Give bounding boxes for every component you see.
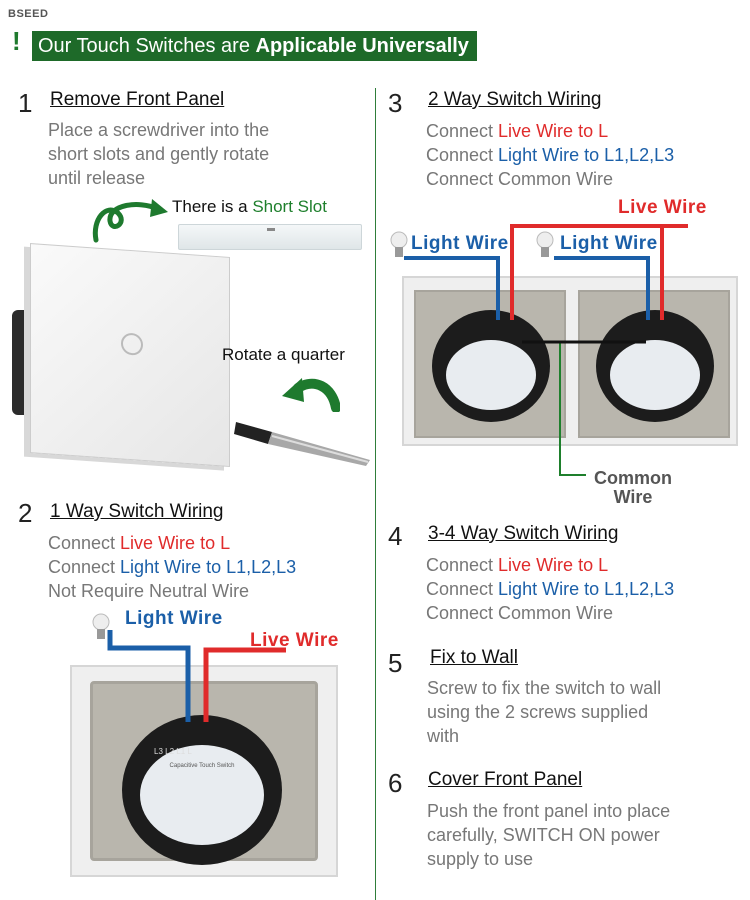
banner-text-bold: Applicable Universally xyxy=(255,35,469,57)
common-wire-label-line2: Wire xyxy=(613,487,653,507)
step6-description: Push the front panel into place carefull… xyxy=(427,799,670,871)
double-wall-plate xyxy=(402,276,738,446)
rotate-arrow-icon xyxy=(282,378,340,412)
step6-number: 6 xyxy=(388,768,403,798)
short-slot-label-highlight: Short Slot xyxy=(252,197,327,216)
step5-title: Fix to Wall xyxy=(430,647,518,668)
connect-word: Connect xyxy=(426,121,499,141)
light-wire-label: Light Wire xyxy=(125,608,223,629)
curl-arrow-icon xyxy=(92,199,168,243)
banner-text-plain: Our Touch Switches are xyxy=(38,35,256,57)
banner-exclamation: ! xyxy=(12,26,21,56)
short-slot-label-prefix: There is a xyxy=(172,197,253,216)
step3-description: Connect Live Wire to L Connect Light Wir… xyxy=(426,119,674,191)
light-wire-text: Light Wire to L1,L2,L3 xyxy=(498,145,675,165)
device-label xyxy=(446,340,536,410)
device-label: Capacitive Touch Switch xyxy=(140,745,264,845)
step6-line: Push the front panel into place xyxy=(427,801,671,821)
step3-line-3: Connect Common Wire xyxy=(426,169,614,189)
live-wire-text: Live Wire to L xyxy=(498,121,609,141)
step4-line-2: Connect Light Wire to L1,L2,L3 xyxy=(426,577,674,601)
live-wire-label: Live Wire xyxy=(250,630,339,651)
step4-line-3: Connect Common Wire xyxy=(426,603,614,623)
live-wire-label: Live Wire xyxy=(618,197,707,218)
column-divider xyxy=(375,88,376,900)
step2-line-3: Not Require Neutral Wire xyxy=(48,581,250,601)
step4-title: 3-4 Way Switch Wiring xyxy=(428,523,619,544)
step5-line: with xyxy=(427,726,460,746)
short-slot xyxy=(267,228,275,231)
connect-word: Connect xyxy=(48,557,121,577)
step2-line-2: Connect Light Wire to L1,L2,L3 xyxy=(48,555,296,579)
step5-line: Screw to fix the switch to wall xyxy=(427,678,662,698)
light-bulb-icon xyxy=(536,231,554,257)
step3-title: 2 Way Switch Wiring xyxy=(428,89,602,110)
step6-title: Cover Front Panel xyxy=(428,769,583,790)
step1-line: until release xyxy=(48,168,146,188)
connect-word: Connect xyxy=(426,579,499,599)
short-slot-label: There is a Short Slot xyxy=(172,197,327,217)
headline-banner: Our Touch Switches are Applicable Univer… xyxy=(32,31,477,61)
step4-line-1: Connect Live Wire to L xyxy=(426,553,674,577)
step3-line-2: Connect Light Wire to L1,L2,L3 xyxy=(426,143,674,167)
step5-line: using the 2 screws supplied xyxy=(427,702,649,722)
step2-number: 2 xyxy=(18,498,33,528)
panel-side-view xyxy=(178,224,362,250)
step2-title: 1 Way Switch Wiring xyxy=(50,501,224,522)
brand-logo: BSEED xyxy=(8,8,49,20)
switch-module-left xyxy=(432,310,550,422)
common-wire-label: Common Wire xyxy=(588,469,678,507)
step2-description: Connect Live Wire to L Connect Light Wir… xyxy=(48,531,296,603)
light-bulb-icon xyxy=(390,231,408,257)
connect-word: Connect xyxy=(48,533,121,553)
common-wire-label-line1: Common xyxy=(594,468,672,488)
light-wire-text: Light Wire to L1,L2,L3 xyxy=(498,579,675,599)
live-wire-text: Live Wire to L xyxy=(498,555,609,575)
step1-description: Place a screwdriver into the short slots… xyxy=(48,118,269,190)
step1-number: 1 xyxy=(18,88,33,118)
device-label-text: Capacitive Touch Switch xyxy=(169,763,235,769)
step1-line: Place a screwdriver into the xyxy=(48,120,270,140)
screwdriver-icon xyxy=(234,422,370,466)
terminal-labels: L3 L2 L1 L xyxy=(154,747,192,756)
step6-line: supply to use xyxy=(427,849,534,869)
switch-module: Capacitive Touch Switch L3 L2 L1 L xyxy=(122,715,282,865)
step3-number: 3 xyxy=(388,88,403,118)
step5-description: Screw to fix the switch to wall using th… xyxy=(427,676,661,748)
connect-word: Connect xyxy=(426,555,499,575)
step3-line-1: Connect Live Wire to L xyxy=(426,119,674,143)
live-wire-text: Live Wire to L xyxy=(120,533,231,553)
step4-description: Connect Live Wire to L Connect Light Wir… xyxy=(426,553,674,625)
step4-number: 4 xyxy=(388,521,403,551)
step6-line: carefully, SWITCH ON power xyxy=(427,825,660,845)
device-label xyxy=(610,340,700,410)
light-wire-text: Light Wire to L1,L2,L3 xyxy=(120,557,297,577)
rotate-label: Rotate a quarter xyxy=(222,345,345,364)
light-wire-label-left: Light Wire xyxy=(411,233,509,254)
step1-line: short slots and gently rotate xyxy=(48,144,270,164)
step2-line-1: Connect Live Wire to L xyxy=(48,531,296,555)
light-wire-label-right: Light Wire xyxy=(560,233,658,254)
connect-word: Connect xyxy=(426,145,499,165)
step1-title: Remove Front Panel xyxy=(50,89,225,110)
light-bulb-icon xyxy=(92,613,110,639)
step5-number: 5 xyxy=(388,648,403,678)
switch-module-right xyxy=(596,310,714,422)
